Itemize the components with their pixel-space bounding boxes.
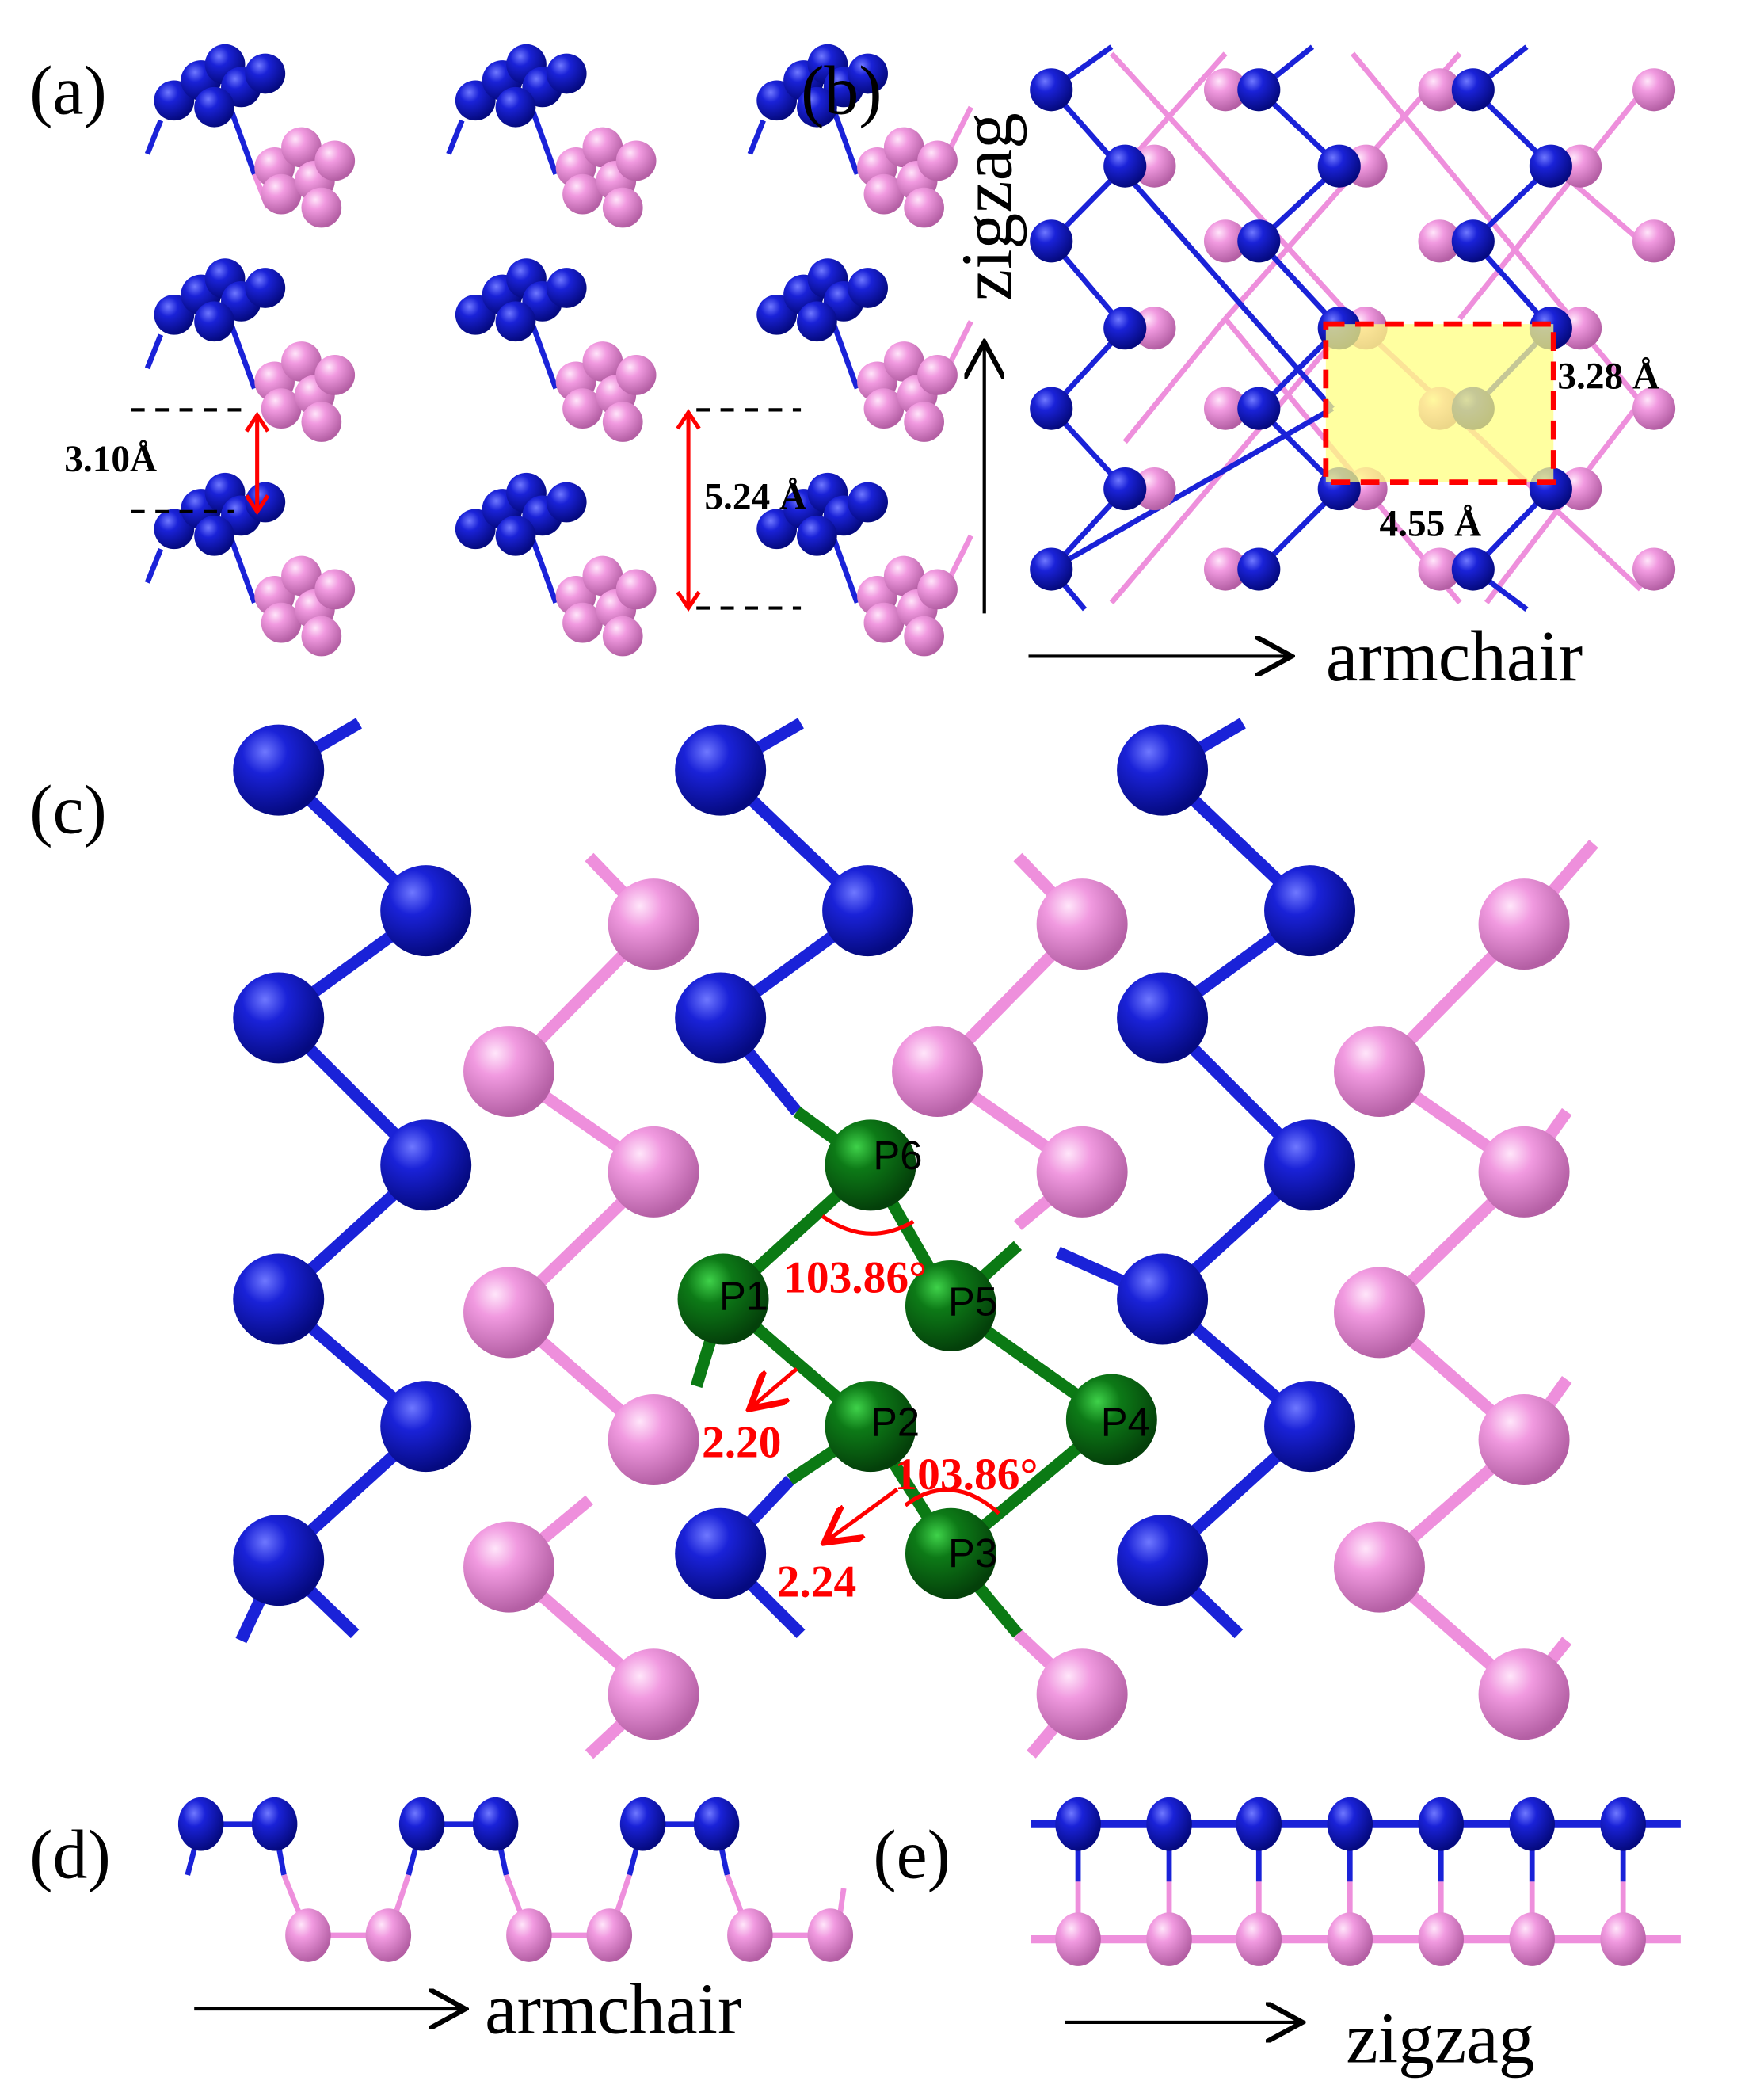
panel-d-label: (d) <box>29 1816 111 1893</box>
layer-3 <box>144 472 973 657</box>
bond-arrow-1-icon <box>752 1366 798 1406</box>
unit-cell-highlight <box>1323 321 1556 486</box>
zigzag-axis-label-e: zigzag <box>1346 1999 1534 2079</box>
angle-label-top: 103.86° <box>783 1253 927 1303</box>
panel-e-atoms <box>1055 1797 1646 1966</box>
green-phosphorus-atoms <box>677 1119 1157 1599</box>
panel-d: (d) armchair <box>29 1797 854 2049</box>
panel-b-label: (b) <box>801 53 882 130</box>
cell-width-label: 4.55 Å <box>1379 503 1481 544</box>
zigzag-axis-label: zigzag <box>947 112 1027 301</box>
atom-label-p3: P3 <box>948 1530 997 1576</box>
angle-arc-bottom <box>904 1488 1000 1515</box>
atom-label-p1: P1 <box>719 1273 768 1318</box>
atom-label-p2: P2 <box>870 1399 920 1444</box>
layer-thickness-label: 5.24 Å <box>704 476 806 517</box>
interlayer-distance-label: 3.10Å <box>64 439 157 480</box>
panel-c-atoms <box>233 724 1570 1740</box>
bond-length-2: 2.24 <box>777 1557 857 1606</box>
bond-length-1: 2.20 <box>702 1417 782 1467</box>
pink-atoms <box>463 878 1570 1740</box>
panel-a: (a) <box>29 44 973 657</box>
angle-label-bottom: 103.86° <box>894 1450 1038 1500</box>
panel-c-label: (c) <box>29 772 107 849</box>
angle-arc-top <box>821 1214 915 1236</box>
panel-a-label: (a) <box>29 53 107 130</box>
panel-e: (e) z <box>873 1797 1681 2079</box>
blue-atoms <box>233 724 1356 1606</box>
panel-a-dashed-guides <box>131 408 802 610</box>
atom-label-p4: P4 <box>1101 1399 1150 1444</box>
armchair-axis-label: armchair <box>1326 616 1583 696</box>
panel-b-pink-atoms <box>1133 68 1676 591</box>
layer-2 <box>144 258 973 442</box>
atom-label-p6: P6 <box>873 1133 922 1178</box>
atom-label-p5: P5 <box>948 1279 997 1324</box>
panel-d-atoms <box>177 1797 854 1962</box>
layer-1 <box>144 44 973 228</box>
cell-height-label: 3.28 Å <box>1557 356 1659 397</box>
panel-a-red-arrows <box>245 409 701 612</box>
panel-b: (b) zigzag armchair <box>801 44 1676 696</box>
panel-e-label: (e) <box>873 1816 951 1893</box>
armchair-axis-label-d: armchair <box>485 1969 741 2049</box>
pucker <box>144 44 356 228</box>
panel-c: (c) <box>29 718 1598 1759</box>
panel-a-layers <box>144 44 973 657</box>
bond-arrow-2-icon <box>828 1487 899 1540</box>
